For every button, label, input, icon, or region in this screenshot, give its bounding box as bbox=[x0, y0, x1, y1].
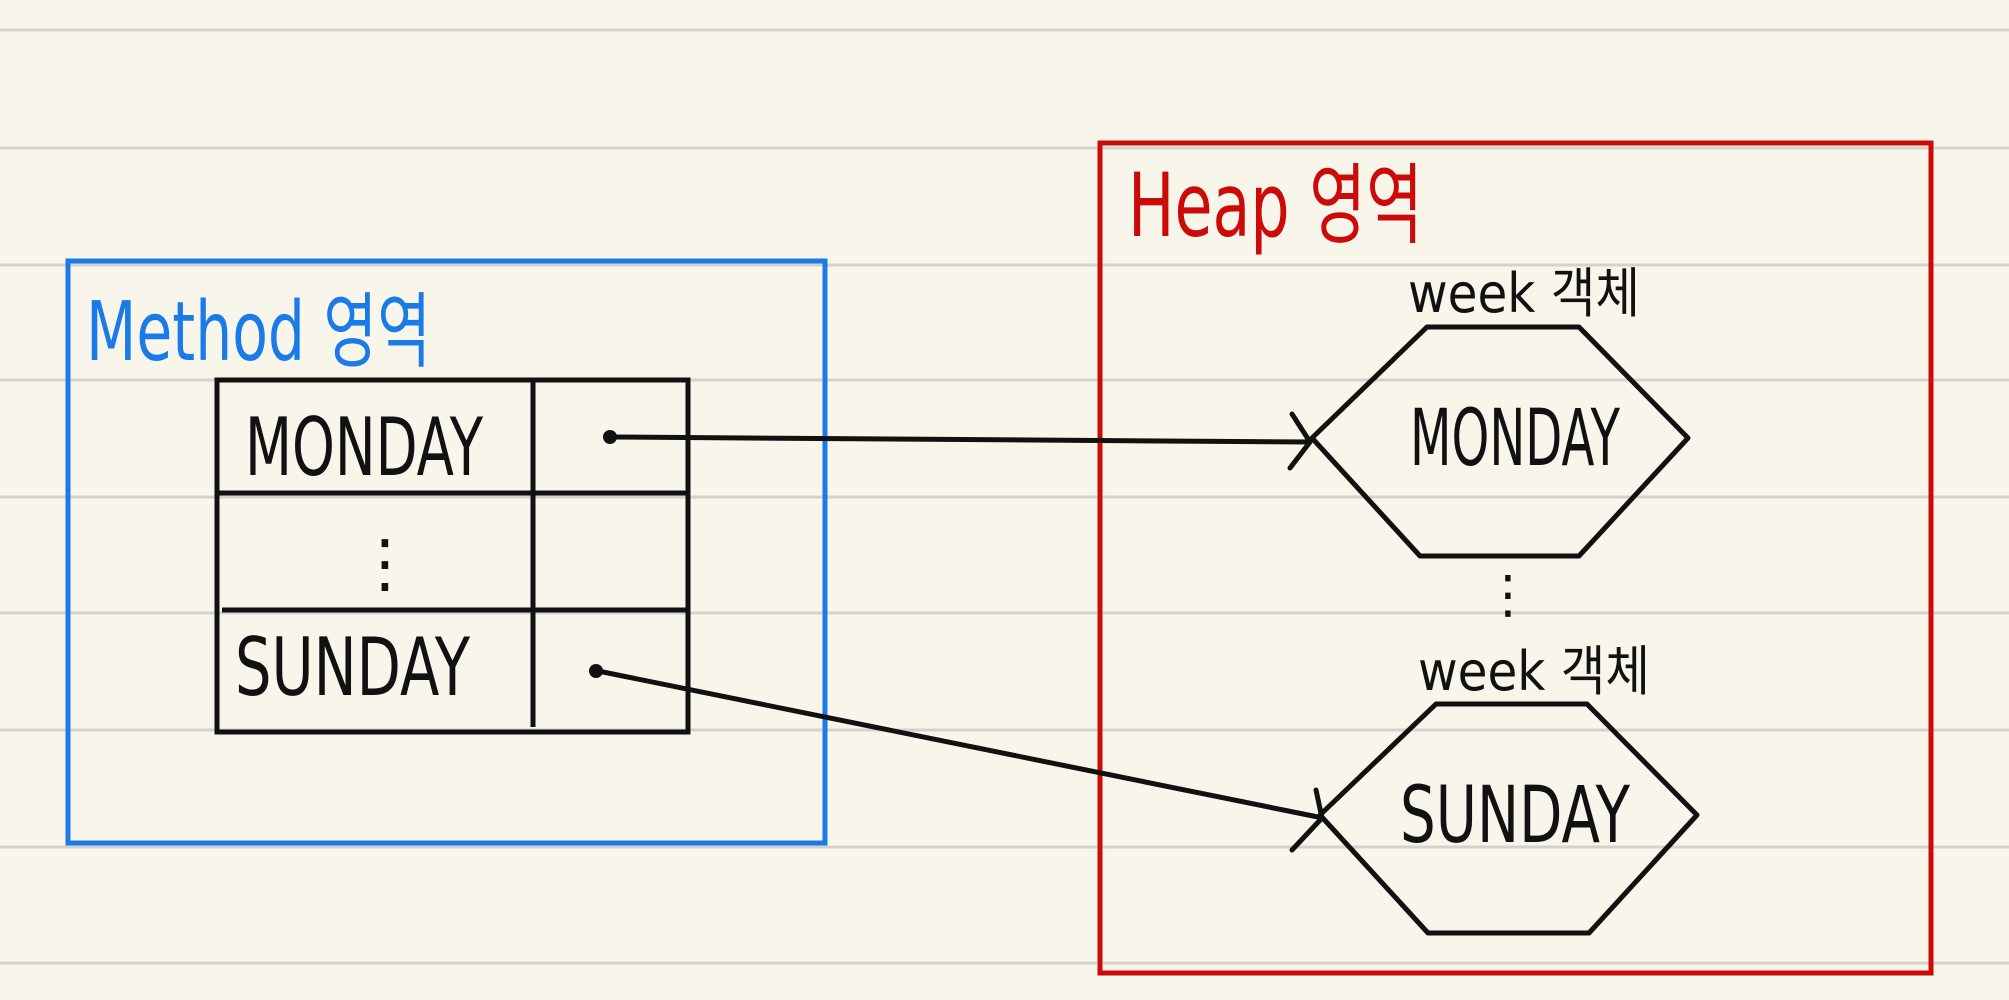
enum-table bbox=[214, 377, 691, 735]
reference-arrows bbox=[595, 411, 1325, 853]
sunday-object-value: SUNDAY bbox=[1400, 771, 1630, 861]
method-area: Method 영역 MONDAY ⋮ SUNDAY bbox=[65, 258, 828, 846]
sunday-arrowhead-icon bbox=[1289, 787, 1325, 853]
monday-arrowhead-icon bbox=[1287, 411, 1313, 471]
heap-area-frame bbox=[1097, 140, 1934, 976]
method-area-frame bbox=[65, 258, 828, 846]
monday-object-value: MONDAY bbox=[1410, 394, 1620, 484]
table-row-monday-label: MONDAY bbox=[245, 401, 484, 494]
table-row-ellipsis: ⋮ bbox=[353, 527, 417, 601]
table-row-sunday-label: SUNDAY bbox=[235, 621, 471, 714]
monday-object-hexagon bbox=[1309, 324, 1691, 559]
sunday-object-caption: week 객체 bbox=[1418, 640, 1650, 703]
heap-area: Heap 영역 week 객체 MONDAY ⋮ week 객체 SUNDAY bbox=[1097, 140, 1934, 976]
monday-object-caption: week 객체 bbox=[1408, 262, 1640, 325]
method-area-title: Method 영역 bbox=[86, 285, 431, 380]
heap-area-title: Heap 영역 bbox=[1128, 154, 1423, 257]
notebook-rule-lines bbox=[0, 28, 2009, 965]
monday-reference-arrow bbox=[609, 434, 1311, 445]
heap-ellipsis: ⋮ bbox=[1482, 565, 1534, 625]
sunday-reference-arrow bbox=[595, 668, 1321, 820]
